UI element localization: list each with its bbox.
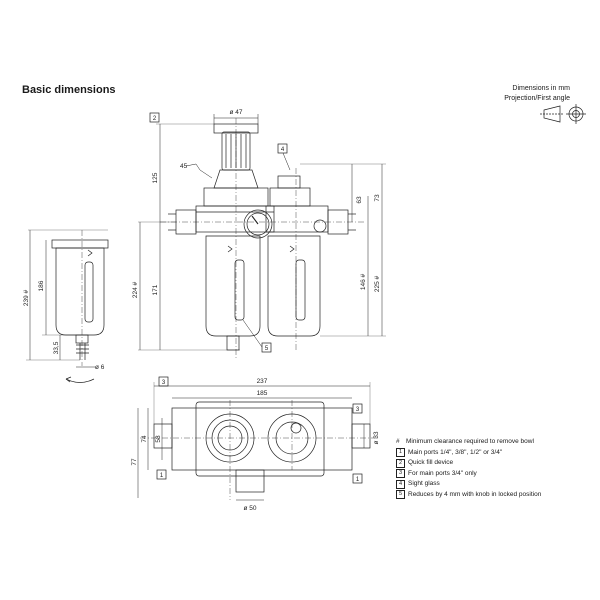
legend-number: 2 (396, 458, 405, 468)
callout-3-right-number: 3 (356, 407, 360, 413)
callout-5 (149, 112, 160, 123)
legend-number: 1 (396, 448, 405, 458)
hash-note-text: Minimum clearance required to remove bow… (406, 438, 534, 445)
dim-d125: 125 (152, 172, 159, 183)
dim-d171: 171 (152, 284, 159, 295)
dim-d237: 237 (257, 378, 268, 385)
legend-number: 5 (396, 490, 405, 500)
legend-item-3: 3 For main ports 3/4" only (396, 469, 541, 480)
dim-d50: ø 50 (243, 505, 256, 512)
dim-d33-5: 33,5 (53, 341, 60, 354)
callout-2 (277, 143, 291, 171)
projection-symbol-icon (540, 104, 586, 124)
callout-3-right (352, 403, 363, 414)
callout-4-number: 5 (265, 346, 269, 352)
front-view (160, 118, 366, 358)
legend-hash-note: # Minimum clearance required to remove b… (396, 437, 541, 448)
page-title: Basic dimensions (22, 84, 116, 96)
top-view-dimensions (137, 382, 371, 501)
dim-d33: ø 33 (373, 431, 380, 444)
dim-d239: 239 # (23, 289, 30, 306)
legend-item-1: 1 Main ports 1/4", 3/8", 1/2" or 3/4" (396, 448, 541, 459)
dim-d224: 224 # (132, 281, 139, 298)
dim-d6: ø 6 (95, 364, 105, 371)
dim-d73: 73 (374, 194, 381, 202)
callout-1-left (156, 469, 167, 480)
top-view (140, 400, 378, 500)
callout-1-right (352, 473, 363, 484)
callout-3 (158, 376, 169, 387)
callout-1-right-number: 1 (356, 477, 360, 483)
legend-number: 3 (396, 469, 405, 479)
legend-text: Sight glass (408, 480, 440, 487)
dim-d47: ø 47 (229, 109, 242, 116)
projection-line: Projection/First angle (504, 95, 570, 102)
dim-d225: 225 # (374, 275, 381, 292)
dim-d186: 186 (38, 280, 45, 291)
dim-d74: 74 (141, 435, 148, 443)
front-view-dimensions (138, 114, 386, 351)
legend: # Minimum clearance required to remove b… (396, 437, 541, 500)
dim-d185: 185 (257, 390, 268, 397)
units-note: Dimensions in mm Projection/First angle (504, 84, 570, 104)
dim-d146: 146 # (360, 273, 367, 290)
dim-d45: 45 (180, 163, 188, 170)
legend-text: For main ports 3/4" only (408, 469, 477, 477)
callout-2-number: 4 (281, 147, 285, 153)
dim-d63: 63 (356, 196, 363, 204)
legend-item-2: 2 Quick fill device (396, 458, 541, 469)
legend-item-4: 4 Sight glass (396, 479, 541, 490)
callout-3-number: 3 (162, 380, 166, 386)
dim-d77: 77 (131, 458, 138, 466)
legend-text: Reduces by 4 mm with knob in locked posi… (408, 490, 542, 498)
callout-5-number: 2 (153, 116, 157, 122)
hash-symbol: # (396, 438, 400, 445)
callout-1-left-number: 1 (160, 473, 164, 479)
legend-number: 4 (396, 479, 405, 489)
side-view-filter (26, 229, 109, 383)
legend-text: Quick fill device (408, 459, 454, 466)
units-line: Dimensions in mm (512, 85, 570, 92)
legend-text: Main ports 1/4", 3/8", 1/2" or 3/4" (408, 448, 503, 456)
legend-item-5: 5 Reduces by 4 mm with knob in locked po… (396, 490, 541, 501)
callout-4 (242, 319, 272, 353)
dim-d58: 58 (155, 435, 162, 443)
